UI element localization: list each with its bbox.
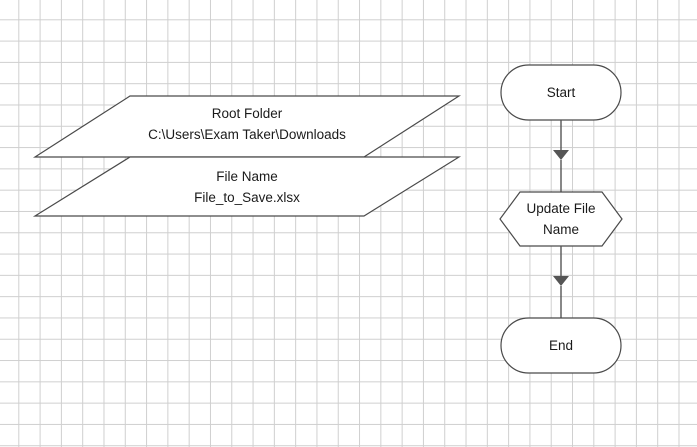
file-name-data-shape[interactable] xyxy=(32,156,462,217)
root-folder-title: Root Folder xyxy=(211,106,283,121)
update-file-name-line1: Update File xyxy=(526,201,596,216)
root-folder-path: C:\Users\Exam Taker\Downloads xyxy=(148,127,346,142)
end-label: End xyxy=(501,335,621,356)
update-file-name-line2: Name xyxy=(542,222,579,237)
file-name-title: File Name xyxy=(216,169,278,184)
start-text: Start xyxy=(546,85,576,100)
start-label: Start xyxy=(501,82,621,103)
arrowhead-update-to-end xyxy=(553,276,569,286)
end-text: End xyxy=(548,338,574,353)
root-folder-label: Root Folder C:\Users\Exam Taker\Download… xyxy=(97,103,397,145)
end-terminator-shape[interactable] xyxy=(500,317,622,374)
arrowhead-start-to-update xyxy=(553,150,569,160)
file-name-value: File_to_Save.xlsx xyxy=(194,190,300,205)
file-name-label: File Name File_to_Save.xlsx xyxy=(97,166,397,208)
update-file-name-shape[interactable] xyxy=(499,191,623,247)
update-file-name-label: Update File Name xyxy=(505,198,617,240)
